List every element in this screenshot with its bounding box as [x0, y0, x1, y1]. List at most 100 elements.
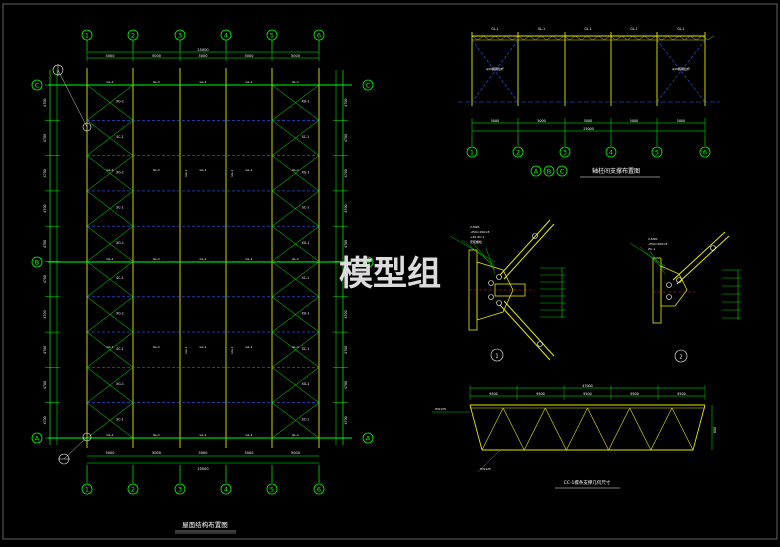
member-label: SC-1 — [302, 276, 309, 280]
member-label: SC-1 — [302, 206, 309, 210]
axis-bottom-4-text: 4 — [224, 485, 228, 493]
d2-bolt — [676, 277, 682, 283]
dim-total-top: 25000 — [197, 48, 208, 52]
d2-bolt — [666, 282, 672, 288]
axis-bottom-2-text: 2 — [131, 485, 135, 493]
elev-truss-web — [690, 35, 697, 41]
member-label-beam: GL-1 — [107, 80, 114, 84]
side-dim-left: 4700 — [43, 346, 47, 354]
roof-brace — [86, 120, 134, 156]
truss-web — [481, 407, 504, 451]
axis-bottom-3-circle — [174, 483, 186, 495]
roof-brace — [86, 226, 134, 262]
elev-truss-web — [684, 35, 691, 41]
truss-web — [523, 407, 546, 451]
axis-top-1-text: 1 — [85, 31, 89, 39]
axis-top-1-circle — [81, 29, 93, 41]
d1-brace-up — [503, 223, 555, 280]
elev-axis-5-circle — [651, 146, 663, 158]
axis-left-A-circle — [31, 432, 43, 444]
side-dim-left: 4700 — [43, 310, 47, 318]
elev-truss-web — [546, 35, 553, 41]
elev-truss-web — [506, 35, 513, 41]
member-label-beam: GL-1 — [246, 168, 253, 172]
elev-dim-total: 25000 — [583, 127, 594, 131]
member-label: SC-1 — [302, 417, 309, 421]
member-label-beam: GL-1 — [153, 345, 160, 349]
side-dim-right: 4700 — [344, 346, 348, 354]
axis-right-B-circle — [362, 256, 374, 268]
truss-dim-panel-text: 9500 — [583, 392, 591, 396]
side-dim-right: 4700 — [344, 99, 348, 107]
member-label: SC-1 — [116, 276, 123, 280]
member-label-beam: GL-1 — [246, 433, 253, 437]
d1-bolt — [488, 280, 494, 286]
side-dim-right: 4700 — [344, 204, 348, 212]
truss-web — [608, 407, 630, 451]
d2-brace — [672, 231, 726, 281]
elev-top-label: GL-1 — [538, 27, 545, 31]
member-label: SC-1 — [116, 135, 123, 139]
side-dim-left: 4700 — [43, 240, 47, 248]
elev-truss-web — [661, 35, 668, 41]
roof-brace — [86, 261, 134, 297]
elev-axis-1-circle — [466, 146, 478, 158]
side-dim-left: 4700 — [43, 99, 47, 107]
d2-leader — [629, 242, 666, 267]
roof-brace — [271, 367, 320, 403]
elev-row-A-circle — [530, 165, 542, 177]
member-label: SC-1 — [302, 135, 309, 139]
truss-title: CC-1檩条支撑几何尺寸 — [564, 479, 611, 486]
elev-top-label: GL-1 — [630, 27, 637, 31]
truss-end — [692, 404, 706, 451]
d1-bolt — [488, 294, 494, 300]
elev-truss-web — [615, 35, 622, 41]
d2-note: ZC-1 — [648, 247, 655, 251]
d2-mark-text: 2 — [679, 355, 682, 361]
truss-note-leader — [477, 449, 501, 473]
elev-truss-web — [535, 35, 542, 41]
side-dim-left: 4700 — [43, 204, 47, 212]
elev-dim-bay: 5000 — [677, 119, 685, 123]
member-label-beam: GL-1 — [200, 345, 207, 349]
axis-top-4-circle — [220, 29, 232, 41]
elev-truss-web — [673, 35, 680, 41]
member-label-beam: GL-1 — [200, 168, 207, 172]
elev-brace — [471, 39, 519, 103]
elev-brace-note: φ20圆钢拉杆 — [672, 66, 690, 71]
side-dim-left: 4700 — [43, 134, 47, 142]
detail-callout — [82, 432, 92, 442]
truss-height-text: 600 — [713, 427, 717, 433]
member-label-beam: GL-1 — [292, 433, 299, 437]
elev-brace — [656, 39, 706, 103]
elev-truss-web — [667, 35, 674, 41]
dim-bay-bottom: 5000 — [245, 451, 254, 455]
axis-top-5-text: 5 — [270, 31, 274, 39]
elev-truss-web — [552, 35, 559, 41]
truss-dim-total-text: 47000 — [582, 384, 593, 388]
member-label-lg: LG-1 — [184, 346, 188, 353]
member-label-beam: GL-1 — [292, 80, 299, 84]
dim-bay-top: 5000 — [291, 54, 300, 58]
member-label-beam: GL-1 — [292, 257, 299, 261]
dim-bay-top: 5000 — [199, 54, 208, 58]
truss-dim-panel-text: 9500 — [536, 392, 544, 396]
elev-row-A-text: A — [534, 167, 539, 175]
d1-note: 2-M20 — [470, 225, 479, 229]
dim-bay-bottom: 5000 — [106, 451, 115, 455]
member-label-beam: GL-1 — [153, 433, 160, 437]
member-label-beam: GL-1 — [246, 80, 253, 84]
elev-truss-web — [621, 35, 628, 41]
truss-note-2: HW125 — [480, 467, 491, 471]
member-label: XG-1 — [302, 170, 310, 174]
member-label: XG-1 — [116, 170, 124, 174]
roof-brace — [86, 331, 134, 368]
axis-right-C-circle — [362, 79, 374, 91]
elev-truss-web — [696, 35, 703, 41]
elev-axis-3-circle — [559, 146, 571, 158]
roof-brace — [86, 84, 134, 121]
elev-top-label: GL-1 — [677, 27, 684, 31]
